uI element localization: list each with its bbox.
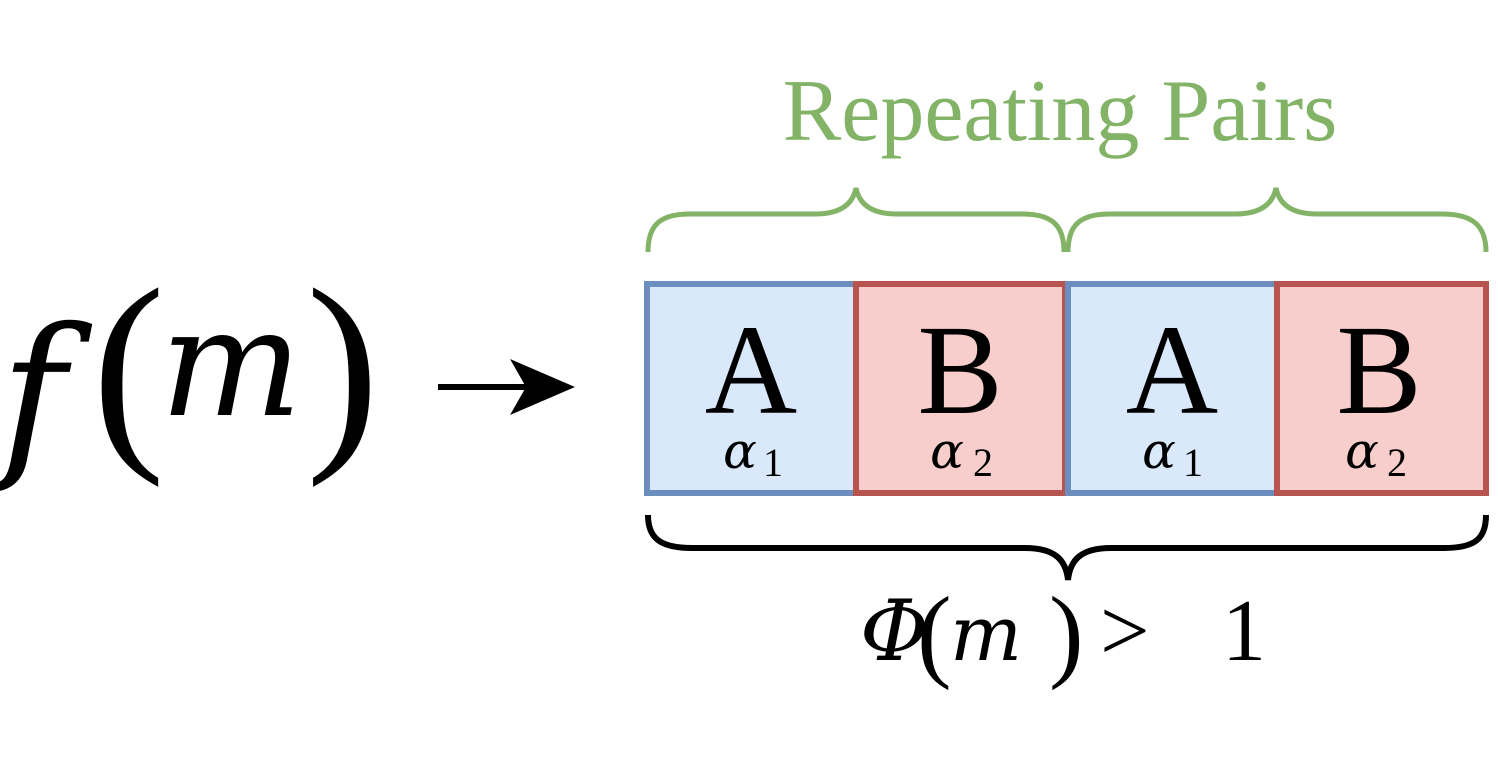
cell-subscript: 1 [1183, 440, 1203, 485]
cell-subscript: 1 [763, 440, 783, 485]
cell-greek: α [723, 422, 757, 480]
function-close-paren: ) [306, 244, 379, 488]
cell-box [853, 281, 1068, 496]
cell-letter: B [917, 299, 1002, 441]
cell-greek: α [930, 422, 964, 480]
phi-symbol: Φ [860, 582, 929, 680]
function-m: m [160, 277, 302, 451]
sequence-cell: A α 1 [1065, 281, 1280, 496]
cell-greek: α [1142, 422, 1176, 480]
cell-subscript: 2 [973, 440, 993, 485]
comparison-symbol: > [1100, 583, 1150, 680]
bottom-value: 1 [1222, 583, 1266, 680]
sequence-cell: A α 1 [644, 281, 859, 496]
function-label: f ( m ) [0, 244, 379, 497]
cell-box [1065, 281, 1280, 496]
cell-subscript: 2 [1387, 440, 1407, 485]
bottom-close-paren: ) [1049, 576, 1084, 691]
sequence-cell: B α 2 [853, 281, 1068, 496]
bottom-label: Φ ( m ) > 1 [860, 576, 1266, 691]
cell-box [1274, 281, 1489, 496]
cell-letter: A [705, 299, 797, 441]
top-brace-label: Repeating Pairs [783, 63, 1338, 160]
bottom-open-paren: ( [917, 576, 952, 691]
function-open-paren: ( [92, 244, 165, 488]
cell-letter: B [1336, 299, 1421, 441]
sequence-cell: B α 2 [1274, 281, 1489, 496]
cell-letter: A [1126, 299, 1218, 441]
right-arrow-icon [438, 359, 575, 415]
cell-greek: α [1345, 422, 1379, 480]
green-brace-left [645, 187, 1067, 253]
green-brace-right [1065, 187, 1489, 253]
black-brace-bottom [645, 514, 1489, 581]
bottom-m: m [950, 589, 1022, 678]
function-f: f [0, 290, 93, 497]
